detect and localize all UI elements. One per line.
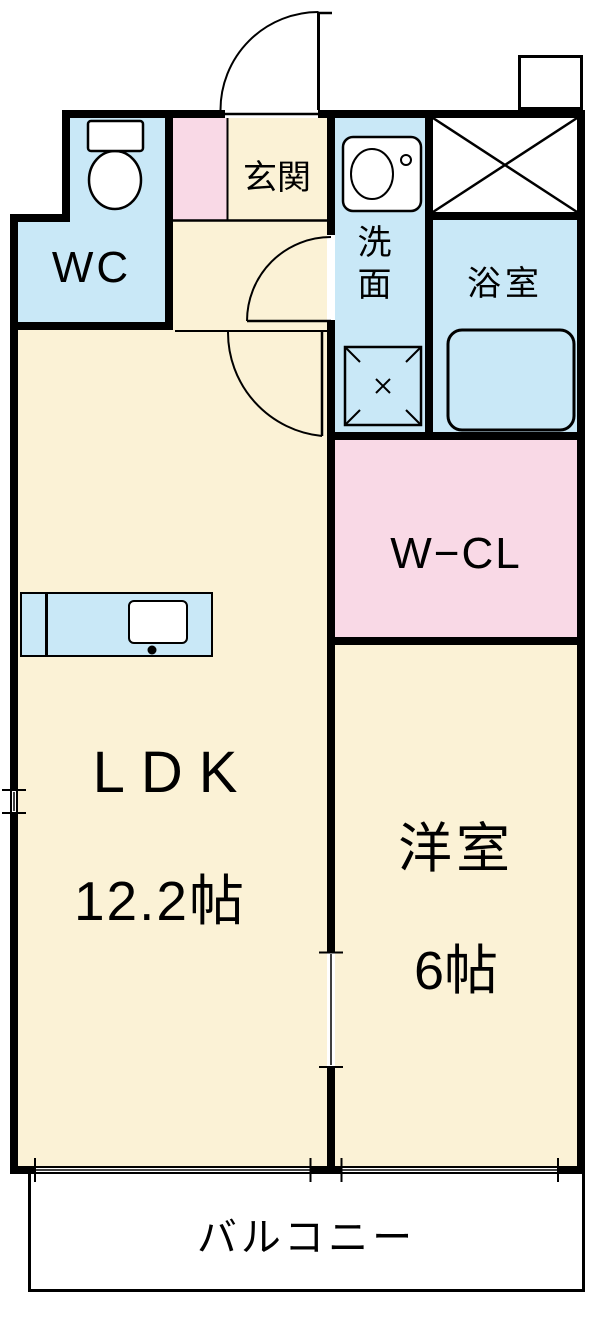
kitchen-sink-icon	[128, 600, 188, 644]
washroom-door-opening	[327, 235, 335, 320]
room-label-wc: WC	[51, 243, 132, 292]
room-area-bedroom: 6帖	[413, 941, 499, 1001]
outside-notch	[0, 0, 62, 214]
wall-outer-top-left	[62, 110, 225, 118]
wall-outer-bottom-pier	[311, 1166, 341, 1174]
kitchen-counter-divider	[45, 594, 48, 655]
room-label-washroom: 洗面	[352, 224, 390, 308]
wall-center-upper	[327, 432, 335, 952]
room-label-closet: W−CL	[390, 529, 522, 578]
wall-outer-top-right	[318, 110, 585, 118]
meter-box-icon	[518, 55, 583, 110]
room-bathroom	[433, 220, 577, 432]
wall-closet-bottom	[327, 637, 585, 645]
wall-washroom-bath	[425, 110, 433, 440]
bedroom-sliding-opening	[327, 952, 335, 1068]
wall-bath-top	[425, 212, 585, 220]
room-walk-in-closet	[335, 440, 577, 637]
wall-service-bottom	[327, 432, 585, 440]
entrance-door-swing-icon	[219, 11, 332, 111]
window-marker-ldk-balcony	[36, 1166, 311, 1174]
room-label-bedroom: 洋室	[398, 819, 514, 879]
window-marker-bedroom-balcony	[341, 1166, 559, 1174]
wall-wc-bottom	[10, 322, 173, 330]
wall-center-lower	[327, 1068, 335, 1174]
wall-outer-bottom-left	[10, 1166, 36, 1174]
room-balcony	[28, 1174, 585, 1292]
wall-washroom-left-upper	[327, 110, 335, 235]
wall-washroom-left-lower	[327, 320, 335, 440]
room-label-ldk: LDK	[92, 740, 254, 805]
window-marker-left	[10, 790, 18, 814]
room-label-genkan: 玄関	[243, 159, 311, 197]
wall-wc-right	[165, 110, 173, 330]
room-area-ldk: 12.2帖	[73, 870, 247, 932]
room-label-balcony: バルコニー	[196, 1216, 417, 1260]
wall-notch-vertical	[62, 110, 70, 222]
wall-outer-left	[10, 214, 18, 1174]
wall-outer-bottom-right	[559, 1166, 585, 1174]
shoe-cabinet-area	[173, 118, 227, 220]
room-label-bathroom: 浴室	[467, 265, 543, 303]
room-wc	[18, 222, 165, 322]
room-bedroom	[335, 645, 577, 1166]
void-space	[433, 118, 577, 212]
wall-notch-horizontal	[10, 214, 70, 222]
